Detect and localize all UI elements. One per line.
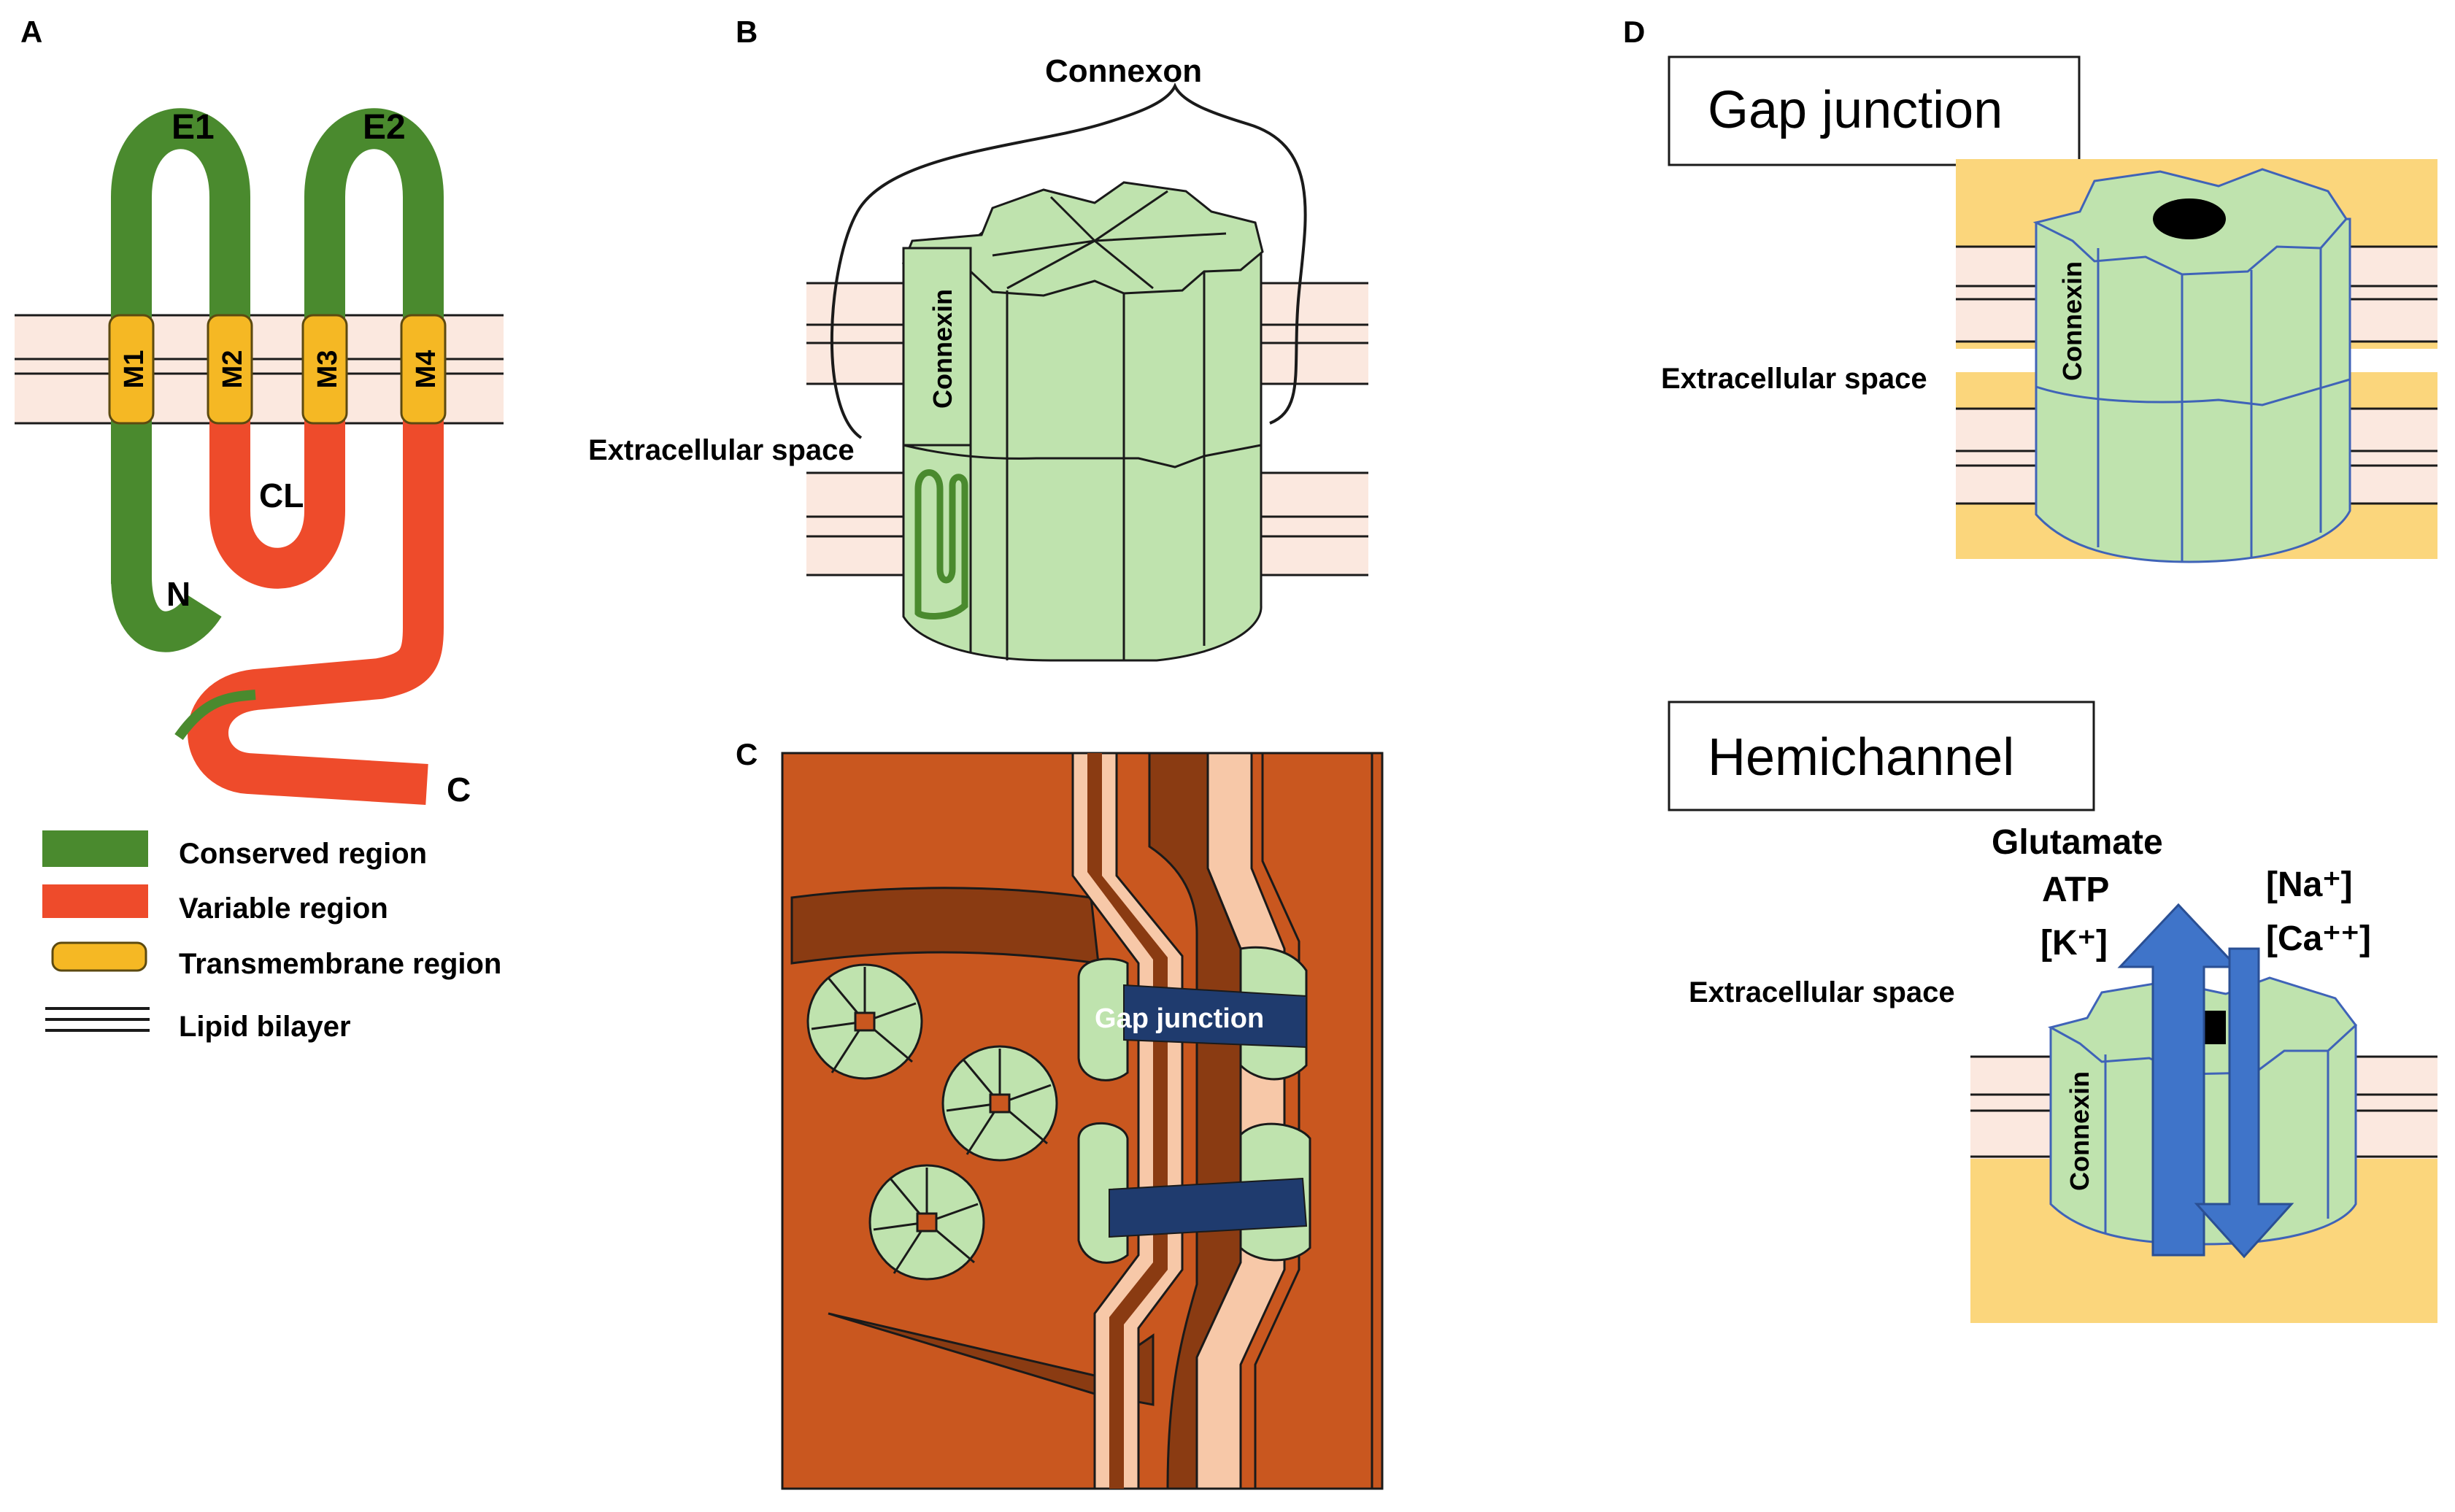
panel-b-letter: B xyxy=(736,15,758,49)
loop-label-e1: E1 xyxy=(171,108,215,147)
panel-a-legend: Conserved region Variable region Transme… xyxy=(42,830,501,1043)
free-connexon-2 xyxy=(941,1045,1058,1162)
extracellular-label-bottom: Extracellular space xyxy=(1689,976,1955,1008)
conserved-region-e1 xyxy=(111,108,250,584)
efflux-label-atp: ATP xyxy=(2042,871,2109,909)
panel-a: A M1 M2 M3 M4 E1 E2 CL N C xyxy=(15,15,504,1043)
connexin-subunit xyxy=(902,247,972,447)
legend-label-variable: Variable region xyxy=(179,892,388,925)
hemichannel-title: Hemichannel xyxy=(1708,728,2014,787)
panel-c: C Gap junction xyxy=(736,737,1384,1490)
influx-label-ca: [Ca⁺⁺] xyxy=(2266,919,2371,958)
efflux-label-k: [K⁺] xyxy=(2040,924,2108,963)
legend-label-conserved: Conserved region xyxy=(179,838,427,870)
panel-a-letter: A xyxy=(20,15,42,49)
connexin-label-top: Connexin xyxy=(2057,261,2087,381)
free-connexon-1 xyxy=(806,963,923,1080)
legend-label-bilayer: Lipid bilayer xyxy=(179,1011,351,1043)
gap-junction-title: Gap junction xyxy=(1708,81,2003,139)
gap-junction-pore xyxy=(2153,198,2226,239)
hemichannel-title-box xyxy=(1668,701,2095,811)
connexin-fold xyxy=(914,469,968,620)
gap-junction-label: Gap junction xyxy=(1095,1003,1264,1034)
segment-label-m1: M1 xyxy=(119,350,150,389)
cl-label: CL xyxy=(259,477,304,514)
segment-label-m3: M3 xyxy=(312,350,343,389)
gap-junction-channel xyxy=(2032,168,2351,563)
connexin-label-bottom: Connexin xyxy=(2065,1071,2094,1191)
influx-label-na: [Na⁺] xyxy=(2266,865,2353,904)
transmembrane-segments xyxy=(108,314,447,425)
conserved-region-e2 xyxy=(304,108,444,398)
connexon-brace xyxy=(830,82,1307,439)
conserved-region-n-tail xyxy=(111,575,222,652)
panel-c-letter: C xyxy=(736,737,758,771)
segment-label-m2: M2 xyxy=(217,350,248,389)
panel-b: B Connexon xyxy=(588,15,1368,662)
loop-label-e2: E2 xyxy=(363,108,406,147)
panel-c-membranes xyxy=(1071,752,1373,1490)
segment-label-m4: M4 xyxy=(411,350,442,389)
gap-junction-pore-upper xyxy=(1123,984,1307,1049)
extracellular-label-top: Extracellular space xyxy=(1661,363,1927,395)
gap-junction-pore-lower xyxy=(1109,1177,1308,1238)
legend-label-transmembrane: Transmembrane region xyxy=(179,948,501,980)
connexon-label: Connexon xyxy=(1045,53,1202,89)
connexin-label: Connexin xyxy=(928,289,957,409)
variable-region-cl xyxy=(209,409,345,589)
panel-d-letter: D xyxy=(1623,15,1645,49)
influx-arrow xyxy=(2194,947,2294,1259)
free-connexon-3 xyxy=(868,1164,985,1281)
efflux-label-glutamate: Glutamate xyxy=(1992,823,2163,862)
panel-b-extracellular-label: Extracellular space xyxy=(588,434,855,466)
panel-b-connexon xyxy=(901,181,1264,662)
n-terminus-label: N xyxy=(166,575,190,613)
panel-d: D Gap junction Connexin xyxy=(1623,15,2437,1323)
gap-junction-title-box xyxy=(1668,55,2081,166)
c-terminus-label: C xyxy=(447,771,471,809)
